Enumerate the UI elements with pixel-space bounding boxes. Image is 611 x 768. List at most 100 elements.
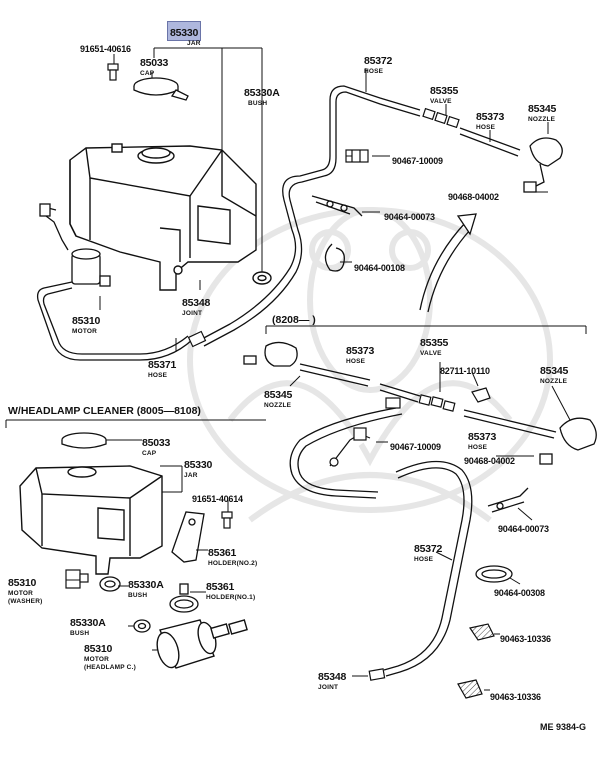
callout-85033-cap-bottom[interactable]: 85033 CAP [142, 434, 170, 458]
part-name: NOZZLE [540, 378, 568, 385]
bush-top [252, 271, 272, 285]
part-name: HOSE [414, 556, 434, 563]
callout-82711-10110[interactable]: 82711-10110 [440, 362, 490, 378]
part-name: MOTOR [84, 656, 110, 663]
callout-90464-00108[interactable]: 90464-00108 [354, 259, 405, 275]
part-name: CAP [142, 450, 157, 457]
callout-85355-valve[interactable]: 85355 VALVE [430, 82, 458, 106]
clamp-90464-00308 [475, 565, 513, 583]
part-number: 85373 [476, 111, 505, 123]
hoses-top [36, 85, 521, 361]
valve-middle [385, 387, 491, 412]
motor-top [39, 203, 111, 287]
bush-bottom-2 [133, 619, 151, 633]
callout-85372-hose[interactable]: 85372 HOSE [364, 52, 392, 76]
callout-90467-10009-mid[interactable]: 90467-10009 [390, 438, 441, 454]
part-qualifier: (WASHER) [8, 597, 43, 605]
part-number: 90463-10336 [490, 692, 541, 702]
part-number: 82711-10110 [440, 366, 490, 376]
callout-85371-hose[interactable]: 85371 HOSE [148, 356, 176, 380]
callout-85330a-bush-bottom2[interactable]: 85330A BUSH [70, 614, 106, 638]
section-divider-headlamp [5, 419, 266, 428]
callout-85348-joint[interactable]: 85348 JOINT [182, 294, 210, 318]
callout-90464-00073-mid[interactable]: 90464-00073 [498, 520, 549, 536]
callout-85310-motor-washer[interactable]: 85310 MOTOR (WASHER) [8, 574, 42, 605]
washer-jar-top [69, 143, 257, 291]
callout-85372-hose-bottom[interactable]: 85372 HOSE [414, 540, 442, 564]
part-name: NOZZLE [264, 402, 292, 409]
part-number: 85310 [84, 643, 113, 655]
leader-lines-bottom [66, 155, 571, 691]
bush-bottom-1 [99, 576, 121, 592]
callout-85348-joint-bottom[interactable]: 85348 JOINT [318, 668, 346, 692]
callout-90463-10336-b[interactable]: 90463-10336 [490, 688, 541, 704]
callout-85345-nozzle-mid-left[interactable]: 85345 NOZZLE [264, 386, 292, 410]
clip-90463-10336-a [469, 623, 495, 641]
callout-85361-holder-no2[interactable]: 85361 HOLDER(NO.2) [208, 544, 257, 568]
section-bracket-8208 [265, 325, 587, 334]
clamp-90464-00073-top [311, 195, 363, 217]
joint-bottom [368, 668, 386, 681]
part-number: 91651-40614 [192, 494, 243, 504]
section-headlamp-cleaner: W/HEADLAMP CLEANER (8005—8108) [8, 405, 201, 417]
clip-90487-middle [329, 427, 371, 467]
callout-85330-jar-highlighted[interactable]: 85330 JAR [167, 21, 202, 48]
part-name: HOLDER(NO.2) [208, 560, 258, 567]
part-name: CAP [140, 70, 155, 77]
jar-cap-bottom [61, 432, 107, 449]
part-number: 85373 [468, 431, 497, 443]
callout-85330a-bush-bottom[interactable]: 85330A BUSH [128, 576, 164, 600]
jar-cap-top [133, 77, 189, 101]
callout-90468-04002-mid[interactable]: 90468-04002 [464, 452, 515, 468]
part-number: 85345 [264, 389, 293, 401]
callout-90464-00308[interactable]: 90464-00308 [494, 584, 545, 600]
callout-90463-10336-a[interactable]: 90463-10336 [500, 630, 551, 646]
nozzle-middle-left [243, 341, 298, 367]
callout-85330a-bush[interactable]: 85330A BUSH [244, 84, 280, 108]
clip-90463-10336-b [457, 679, 483, 699]
part-name: MOTOR [8, 590, 34, 597]
motor-washer [65, 569, 89, 589]
part-number: 85371 [148, 359, 177, 371]
section-date-8208: (8208— ) [272, 314, 316, 326]
part-number: 90464-00073 [384, 212, 435, 222]
holder-no2 [171, 511, 205, 563]
part-name: HOSE [468, 444, 488, 451]
part-name: VALVE [430, 98, 452, 105]
callout-85310-motor[interactable]: 85310 MOTOR [72, 312, 100, 336]
part-number: 85330 [184, 459, 213, 471]
callout-85373-hose[interactable]: 85373 HOSE [476, 108, 504, 132]
part-number: 85361 [208, 547, 237, 559]
callout-90464-00073[interactable]: 90464-00073 [384, 208, 435, 224]
part-qualifier: (HEADLAMP C.) [84, 663, 136, 671]
valve-top [422, 107, 460, 129]
callout-85355-valve-mid[interactable]: 85355 VALVE [420, 334, 448, 358]
part-number: 90463-10336 [500, 634, 551, 644]
callout-91651-40616[interactable]: 91651-40616 [80, 40, 131, 56]
callout-90468-04002[interactable]: 90468-04002 [448, 188, 499, 204]
callout-85330-jar-bottom[interactable]: 85330 JAR [184, 456, 212, 480]
part-number: 90464-00108 [354, 263, 405, 273]
part-number: 85355 [430, 85, 459, 97]
part-number: 85330A [128, 579, 164, 591]
jar-bottom [19, 465, 163, 575]
part-name: JOINT [182, 310, 203, 317]
callout-85361-holder-no1[interactable]: 85361 HOLDER(NO.1) [206, 578, 255, 602]
part-number: 85372 [364, 55, 393, 67]
part-name: HOSE [476, 124, 496, 131]
screw-bottom [221, 511, 233, 529]
callout-85310-motor-headlamp[interactable]: 85310 MOTOR (HEADLAMP C.) [84, 640, 136, 671]
callout-90467-10009[interactable]: 90467-10009 [392, 152, 443, 168]
part-number: 85361 [206, 581, 235, 593]
callout-85033-cap[interactable]: 85033 CAP [140, 54, 168, 78]
nozzle-top [523, 137, 563, 193]
callout-85373-hose-mid[interactable]: 85373 HOSE [346, 342, 374, 366]
motor-headlamp [156, 619, 248, 669]
callout-91651-40614[interactable]: 91651-40614 [192, 490, 243, 506]
callout-85345-nozzle-mid-right[interactable]: 85345 NOZZLE [540, 362, 568, 386]
callout-85345-nozzle[interactable]: 85345 NOZZLE [528, 100, 556, 124]
part-name: HOSE [364, 68, 384, 75]
callout-85373-hose-mid2[interactable]: 85373 HOSE [468, 428, 496, 452]
part-number: 85310 [72, 315, 101, 327]
clip-90464-00108-top [324, 243, 345, 272]
